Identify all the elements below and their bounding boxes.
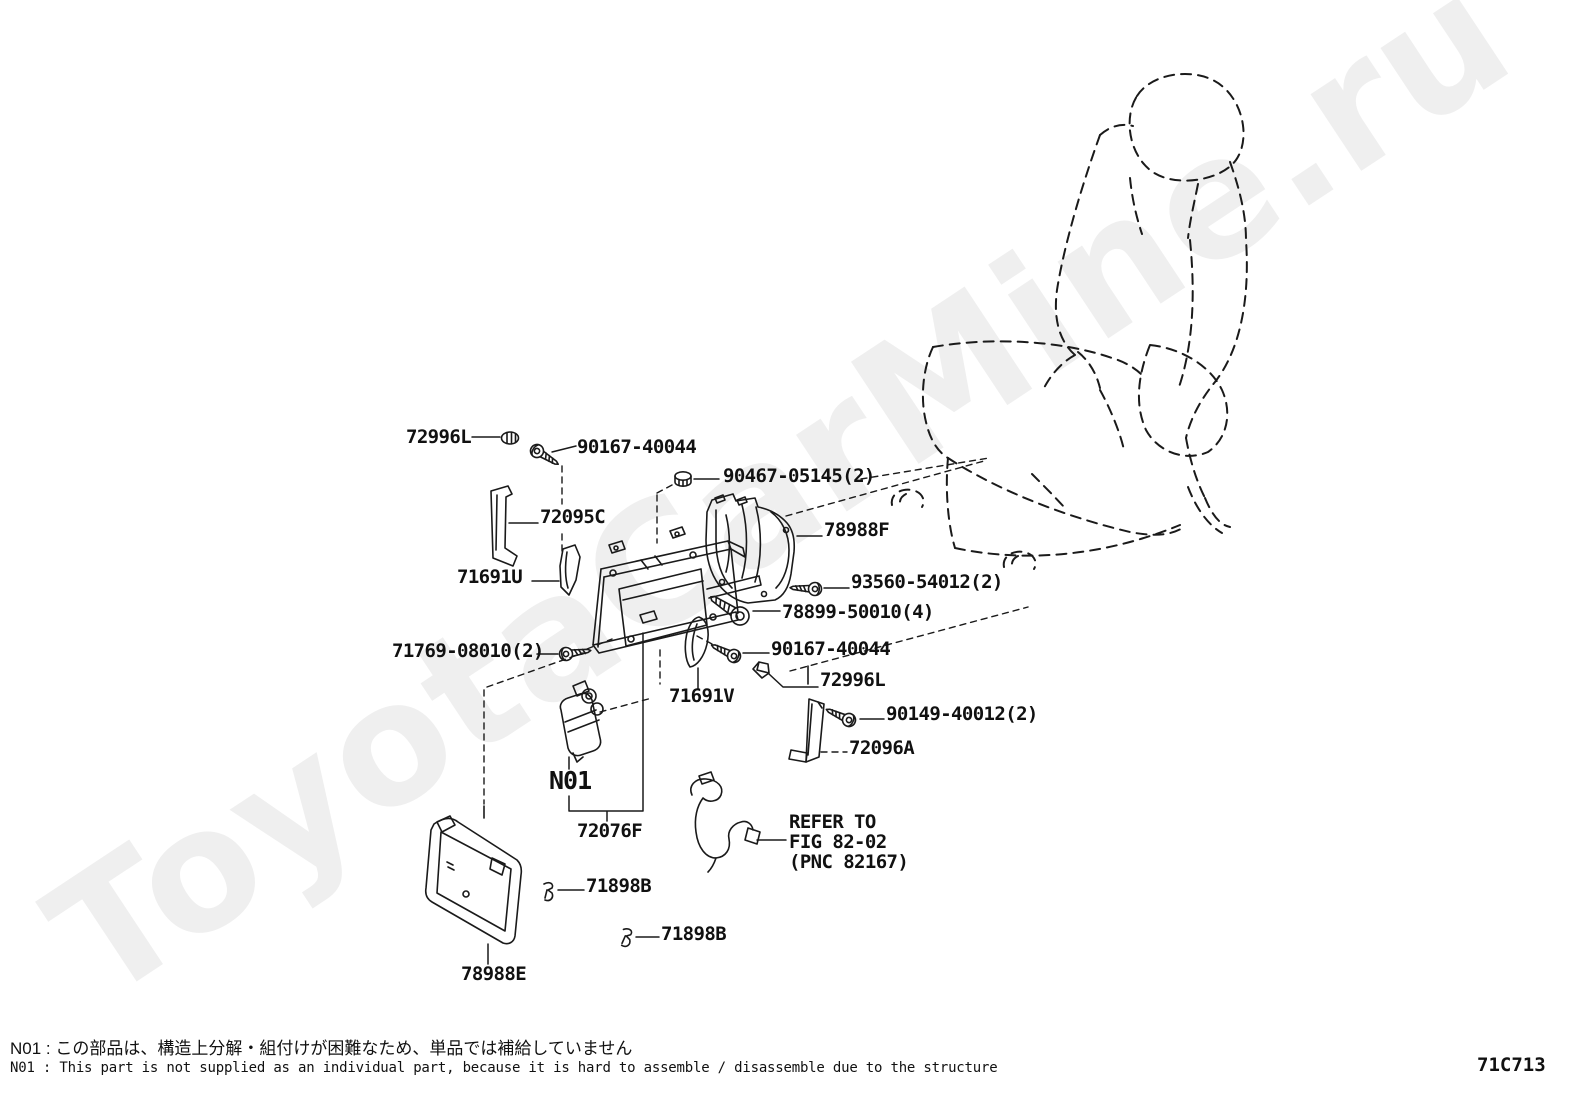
seatback-board-78988E <box>424 815 523 945</box>
reference-note-line3: (PNC 82167) <box>789 851 909 873</box>
seat-headrest <box>1128 73 1245 182</box>
screw-icon-90167-40044-a <box>527 441 563 471</box>
seatback-frame-72076F <box>592 526 762 654</box>
bolt-icon-78899-50010 <box>709 595 750 626</box>
construction-tick <box>483 665 809 819</box>
clip-71898B-b <box>620 928 633 948</box>
part-label-72996L-b: 72996L <box>820 669 886 691</box>
bracket-72095C <box>490 485 518 567</box>
footnote-japanese: N01 : この部品は、構造上分解・組付けが困難なため、単品では補給していません <box>10 1039 633 1058</box>
screw-icon-90149-40012 <box>822 702 859 730</box>
clip-72996L-b <box>752 661 770 679</box>
seat-bolster <box>1138 344 1229 457</box>
bracket-72096A <box>788 698 825 763</box>
seat-back-corner <box>1041 354 1076 393</box>
seat-hook-right <box>1002 550 1037 571</box>
part-label-71691V: 71691V <box>669 685 735 707</box>
part-label-72095C: 72095C <box>540 506 606 528</box>
reference-note: REFER TO FIG 82-02 (PNC 82167) <box>789 811 909 873</box>
bracket-72076F-lines <box>568 632 644 822</box>
seat-legs <box>1185 437 1231 534</box>
seat-cushion-front <box>947 457 1185 536</box>
motor-N01 <box>559 680 604 763</box>
leader-lines <box>471 436 885 965</box>
part-label-72096A: 72096A <box>849 737 915 759</box>
clip-72996L-a <box>500 431 520 445</box>
seat-back-left-edge <box>1054 134 1101 356</box>
part-label-78899-50010: 78899-50010(4) <box>782 601 934 623</box>
construction-lines <box>483 457 1029 805</box>
part-label-N01: N01 <box>549 766 592 795</box>
clip-71898B-a <box>543 881 554 902</box>
seat-cushion-left <box>921 346 949 459</box>
wire-harness <box>690 771 761 873</box>
part-label-90149-40012: 90149-40012(2) <box>886 703 1038 725</box>
seat-base-left <box>945 457 956 549</box>
part-label-93560-54012: 93560-54012(2) <box>851 571 1003 593</box>
part-label-71769-08010: 71769-08010(2) <box>392 640 544 662</box>
part-label-71898B-a: 71898B <box>586 875 652 897</box>
seat-inner-creases <box>1031 351 1125 508</box>
blade-71691V <box>684 616 709 668</box>
part-label-90167-40044-b: 90167-40044 <box>771 638 891 660</box>
footnote-english: N01 : This part is not supplied as an in… <box>10 1060 998 1076</box>
seat-back-right-edge <box>1185 161 1248 439</box>
screw-icon-90167-40044-b <box>707 638 744 666</box>
seat-base-bottom <box>954 524 1181 557</box>
blade-71691U <box>559 544 581 596</box>
nut-icon-90467-05145 <box>674 471 692 487</box>
part-label-72076F: 72076F <box>577 820 643 842</box>
part-label-90167-40044-a: 90167-40044 <box>577 436 697 458</box>
screw-icon-93560-54012 <box>788 580 823 597</box>
part-label-90467-05145: 90467-05145(2) <box>723 465 875 487</box>
seat-cushion-top <box>932 340 1143 376</box>
reference-note-line1: REFER TO <box>789 811 876 833</box>
seat-back-top <box>1099 123 1134 136</box>
part-label-72996L-a: 72996L <box>406 426 472 448</box>
part-label-78988F: 78988F <box>824 519 890 541</box>
seat-headrest-stalks <box>1129 177 1199 239</box>
figure-code: 71C713 <box>1477 1054 1546 1076</box>
seatback-board-78988F <box>705 493 796 604</box>
seat-outline <box>890 73 1248 571</box>
part-label-71898B-b: 71898B <box>661 923 727 945</box>
part-label-71691U: 71691U <box>457 566 523 588</box>
part-label-78988E: 78988E <box>461 963 527 985</box>
seat-back-inner-line <box>1177 239 1194 391</box>
reference-note-line2: FIG 82-02 <box>789 831 887 853</box>
seat-hook-left <box>890 488 925 509</box>
screw-icon-71769-08010 <box>557 643 593 663</box>
